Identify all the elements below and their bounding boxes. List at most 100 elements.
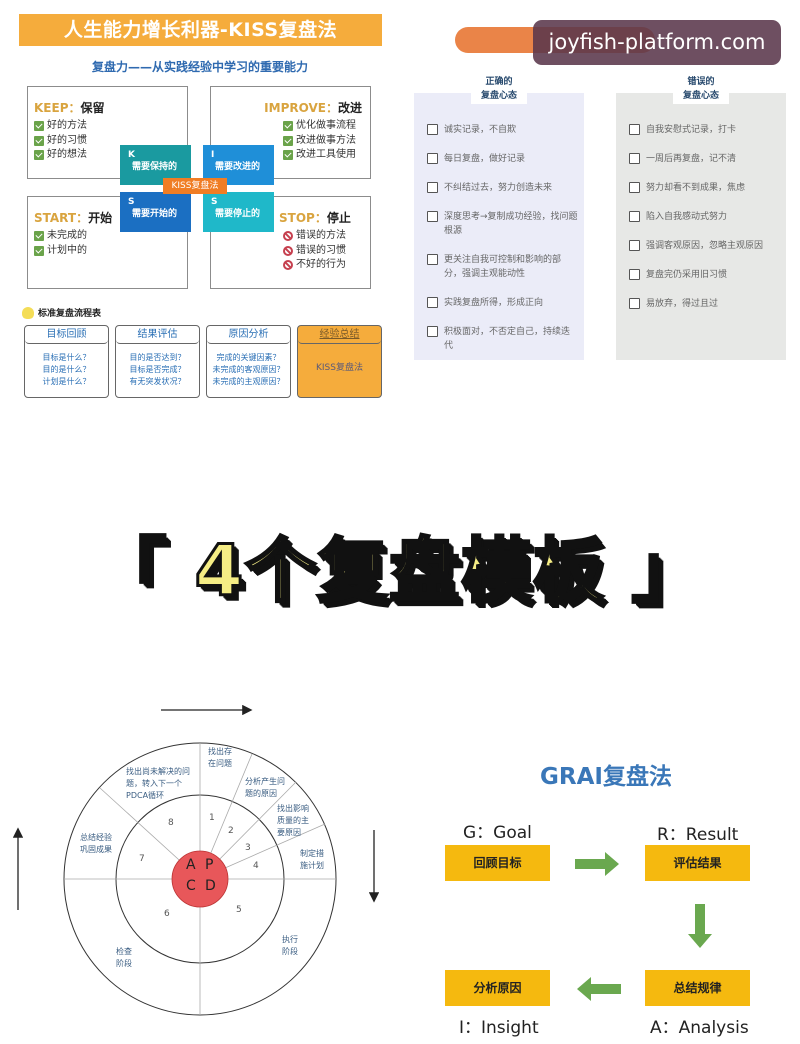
keep-item: 好的想法 (34, 148, 87, 163)
start-box: START：开始 未完成的 计划中的 (27, 196, 188, 289)
checkbox-icon (629, 211, 640, 222)
flow-card-goal-review: 目标回顾 目标是什么？目的是什么？计划是什么？ (24, 325, 109, 398)
pdca-letter-c: C (186, 878, 196, 894)
checkbox-icon (427, 153, 438, 164)
step-3: 3 (245, 843, 251, 853)
flow-card-experience-summary: 经验总结 KISS复盘法 (297, 325, 382, 398)
mindset-item: 强调客观原因，忽略主观原因 (629, 239, 780, 253)
keep-item: 好的方法 (34, 119, 87, 134)
grai-insight-label: I：Insight (459, 1018, 539, 1038)
grai-goal-label: G：Goal (463, 823, 532, 843)
grai-goal-box: 回顾目标 (445, 845, 550, 881)
check-icon (34, 121, 44, 132)
checkbox-icon (427, 124, 438, 135)
checkbox-icon (427, 254, 438, 265)
check-icon (283, 150, 293, 161)
correct-mindset-column: 正确的复盘心态 诚实记录，不自欺 每日复盘，做好记录 不纠结过去，努力创造未来 … (414, 73, 584, 360)
mindset-item: 诚实记录，不自欺 (427, 123, 578, 137)
stop-item: 错误的方法 (283, 229, 346, 244)
pdca-diagram: A P C D 1 2 3 4 5 6 7 8 找出存在问题 分析产生问题的原因… (0, 690, 400, 1044)
stop-label-zh: 停止 (326, 211, 351, 225)
mindset-item: 陷入自我感动式努力 (629, 210, 780, 224)
stop-label-en: STOP： (279, 211, 327, 225)
mindset-item: 深度思考→复制成功经验，找问题根源 (427, 210, 578, 238)
arrow-down-icon (688, 904, 712, 948)
step-6: 6 (164, 909, 170, 919)
arrow-left-icon (577, 977, 621, 1001)
stop-item: 错误的习惯 (283, 244, 346, 259)
kiss-subtitle: 复盘力——从实践经验中学习的重要能力 (91, 60, 308, 74)
mindset-item: 一周后再复盘，记不清 (629, 152, 780, 166)
mindset-item: 每日复盘，做好记录 (427, 152, 578, 166)
mindset-item: 不纠结过去，努力创造未来 (427, 181, 578, 195)
improve-item: 优化做事流程 (283, 119, 356, 134)
pdca-letter-d: D (205, 878, 216, 894)
keep-label-zh: 保留 (80, 101, 105, 115)
label-check: 检查阶段 (116, 947, 132, 968)
stop-item: 不好的行为 (283, 258, 346, 273)
checkbox-icon (427, 297, 438, 308)
watermark: joyfish-platform.com (533, 20, 781, 65)
checkbox-icon (629, 153, 640, 164)
mindset-item: 易放弃，得过且过 (629, 297, 780, 311)
check-icon (34, 245, 44, 256)
mindset-item: 实践复盘所得，形成正向 (427, 296, 578, 310)
checkbox-icon (629, 240, 640, 251)
label-analyze-cause: 分析产生问题的原因 (245, 777, 285, 798)
grai-analysis-box: 总结规律 (645, 970, 750, 1006)
grai-result-label: R：Result (657, 825, 739, 845)
start-item: 未完成的 (34, 229, 87, 244)
mindset-item: 复盘完仍采用旧习惯 (629, 268, 780, 282)
lightbulb-icon (22, 306, 34, 319)
improve-item: 改进工具使用 (283, 148, 356, 163)
grai-result-box: 评估结果 (645, 845, 750, 881)
start-label-en: START： (34, 211, 89, 225)
grai-title: GRAI复盘法 (540, 764, 672, 790)
pdca-letter-a: A (186, 857, 196, 873)
check-icon (283, 121, 293, 132)
pdca-wheel (12, 704, 380, 1016)
improve-box: IMPROVE：改进 优化做事流程 改进做事方法 改进工具使用 (210, 86, 371, 179)
headline: 「 4个复盘模板 」 (95, 529, 704, 614)
label-summarize: 总结经验巩固成果 (80, 833, 112, 854)
checkbox-icon (629, 182, 640, 193)
pdca-letter-p: P (205, 857, 214, 873)
grai-insight-box: 分析原因 (445, 970, 550, 1006)
prohibited-icon (283, 231, 293, 242)
keep-item: 好的习惯 (34, 134, 87, 149)
step-5: 5 (236, 905, 242, 915)
mindset-item: 积极面对，不否定自己，持续迭代 (427, 325, 578, 353)
step-4: 4 (253, 861, 259, 871)
check-icon (283, 135, 293, 146)
arrow-right-icon (575, 852, 619, 876)
checkbox-icon (629, 124, 640, 135)
step-8: 8 (168, 818, 174, 828)
keep-label-en: KEEP： (34, 101, 81, 115)
checkbox-icon (629, 269, 640, 280)
correct-mindset-title: 正确的复盘心态 (471, 73, 527, 104)
checkbox-icon (427, 326, 438, 337)
flow-title: 标准复盘流程表 (22, 306, 101, 319)
improve-item: 改进做事方法 (283, 134, 356, 149)
prohibited-icon (283, 245, 293, 256)
mindset-item: 更关注自我可控制和影响的部分，强调主观能动性 (427, 253, 578, 281)
flow-card-result-eval: 结果评估 目的是否达到？目标是否完成？有无突发状况？ (115, 325, 200, 398)
label-main-factor: 找出影响质量的主要原因 (277, 804, 309, 837)
mindset-item: 自我安慰式记录，打卡 (629, 123, 780, 137)
wrong-mindset-column: 错误的复盘心态 自我安慰式记录，打卡 一周后再复盘，记不清 努力却看不到成果，焦… (616, 73, 786, 360)
kiss-center-badge: KISS复盘法 (163, 178, 227, 194)
step-7: 7 (139, 854, 145, 864)
start-label-zh: 开始 (88, 211, 113, 225)
label-find-problem: 找出存在问题 (208, 747, 232, 768)
check-icon (34, 231, 44, 242)
flow-card-cause-analysis: 原因分析 完成的关键因素？未完成的客观原因？未完成的主观原因？ (206, 325, 291, 398)
start-item: 计划中的 (34, 244, 87, 259)
improve-label-en: IMPROVE： (264, 101, 338, 115)
label-execute: 执行阶段 (282, 935, 298, 956)
checkbox-icon (427, 211, 438, 222)
wrong-mindset-title: 错误的复盘心态 (673, 73, 729, 104)
checkbox-icon (427, 182, 438, 193)
